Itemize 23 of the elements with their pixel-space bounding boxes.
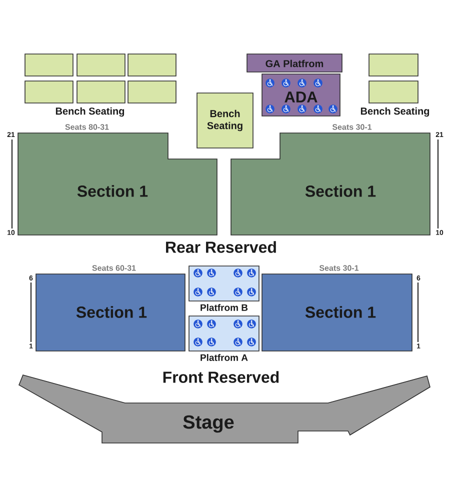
area-label: Bench Seating bbox=[56, 107, 124, 117]
platform-label: Platfrom A bbox=[200, 354, 248, 361]
bench-block bbox=[128, 54, 176, 76]
bench-block bbox=[24, 54, 74, 76]
seat-range-label: Seats 30-1 bbox=[332, 124, 372, 130]
platform-area: GA Platfrom bbox=[246, 54, 342, 72]
seat-range-label: Seats 30-1 bbox=[319, 265, 359, 271]
area-label: Bench Seating bbox=[360, 107, 430, 117]
bench-block bbox=[368, 80, 418, 104]
seating-section: Section 1 bbox=[36, 274, 186, 352]
platform-label: Platfrom B bbox=[200, 304, 248, 311]
seat-range-label: Seats 60-31 bbox=[92, 265, 136, 271]
bench-block bbox=[24, 80, 74, 104]
bench-block bbox=[128, 80, 176, 104]
zone-heading: Rear Reserved bbox=[166, 241, 276, 253]
seating-section: Section 1 bbox=[18, 132, 218, 236]
seat-range-label: Seats 80-31 bbox=[65, 124, 109, 130]
seating-section: Section 1 bbox=[230, 132, 430, 236]
seating-section: Section 1 bbox=[262, 274, 412, 352]
bench-block bbox=[76, 80, 126, 104]
bench-block bbox=[76, 54, 126, 76]
bench-block: Bench Seating bbox=[196, 92, 254, 148]
bench-block bbox=[368, 54, 418, 76]
